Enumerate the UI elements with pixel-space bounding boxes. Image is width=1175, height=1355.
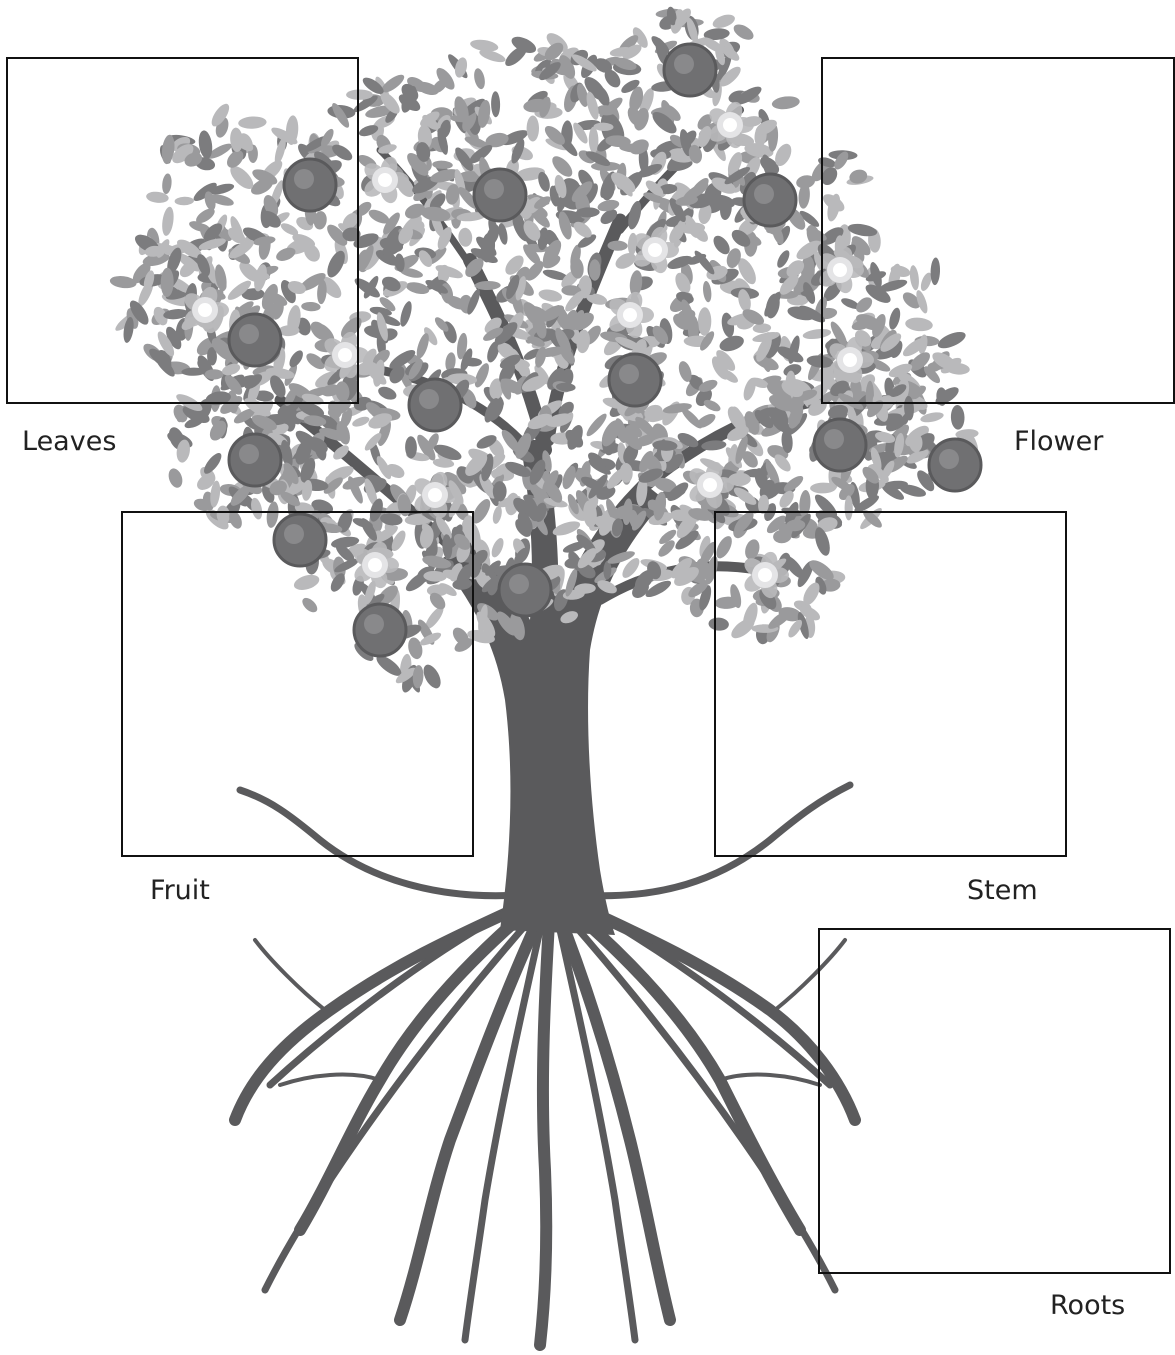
flower-label: Flower [1014, 428, 1103, 455]
leaf [538, 288, 564, 304]
fruit-shine [509, 574, 529, 594]
fruit-shine [419, 389, 439, 409]
fruit-shine [754, 184, 774, 204]
leaf [711, 12, 737, 31]
fruit-label: Fruit [150, 877, 210, 904]
root-3 [540, 905, 550, 1345]
roots-label: Roots [1050, 1292, 1125, 1319]
root-18 [720, 1075, 820, 1085]
blossom-highlight [648, 243, 662, 257]
fruit-shine [619, 364, 639, 384]
blossom-highlight [703, 478, 717, 492]
leaf [493, 481, 507, 501]
leaf [597, 198, 621, 213]
stem-drawing-box[interactable] [714, 511, 1067, 857]
leaf [589, 259, 601, 280]
leaf [489, 536, 506, 559]
leaf [491, 91, 500, 117]
leaf [589, 127, 599, 154]
fruit-shine [484, 179, 504, 199]
leaf [771, 95, 800, 111]
fruit-shine [824, 429, 844, 449]
leaf [527, 116, 539, 142]
leaf [376, 384, 398, 402]
blossom-highlight [723, 118, 737, 132]
leaves-label: Leaves [22, 428, 116, 455]
leaf [491, 505, 503, 525]
leaf [166, 467, 185, 490]
leaves-drawing-box[interactable] [6, 57, 359, 404]
leaf [679, 406, 704, 431]
leaf [950, 405, 964, 430]
blossom-highlight [378, 173, 392, 187]
root-17 [280, 1075, 380, 1085]
leaf [432, 160, 453, 169]
leaf [702, 280, 713, 302]
leaf [549, 153, 576, 180]
flower-drawing-box[interactable] [821, 57, 1175, 404]
leaf [731, 21, 756, 43]
root-12 [570, 920, 835, 1290]
leaf [810, 482, 836, 493]
leaf [398, 300, 414, 328]
stem-label: Stem [967, 877, 1038, 904]
fruit-shine [939, 449, 959, 469]
leaf [698, 307, 712, 336]
fruit-shine [239, 444, 259, 464]
blossom-highlight [428, 488, 442, 502]
fruit-shine [674, 54, 694, 74]
root-0 [235, 900, 535, 1120]
leaf [752, 323, 771, 334]
leaf [351, 415, 371, 429]
leaf [472, 67, 486, 90]
roots-drawing-box[interactable] [818, 928, 1171, 1274]
fruit-drawing-box[interactable] [121, 511, 474, 857]
blossom-highlight [623, 308, 637, 322]
root-15 [255, 940, 325, 1010]
root-11 [265, 920, 530, 1290]
